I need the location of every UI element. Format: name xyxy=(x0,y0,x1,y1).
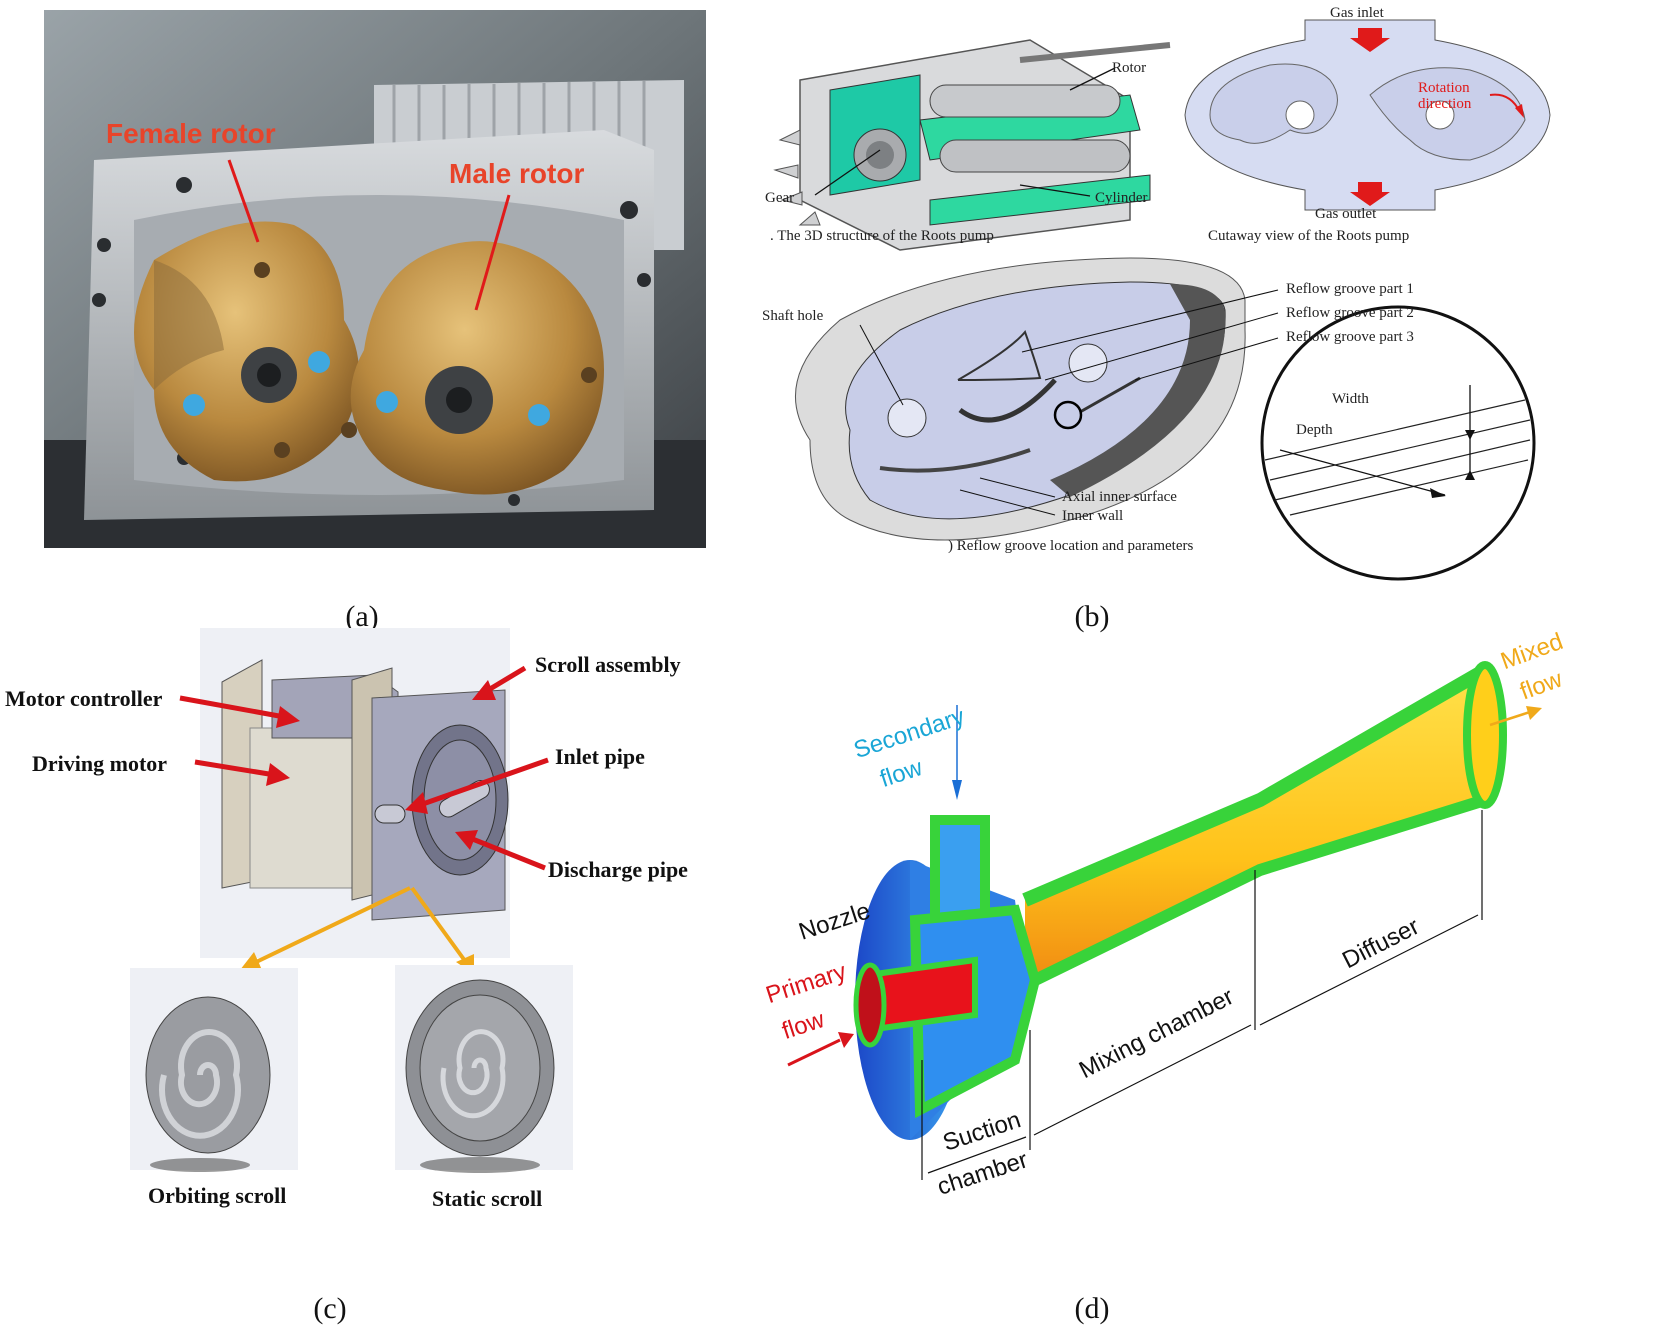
discharge-pipe-label: Discharge pipe xyxy=(548,857,688,882)
reflow-2-label: Reflow groove part 2 xyxy=(1286,305,1414,321)
caption-d: (d) xyxy=(1074,1292,1110,1325)
scroll-assembly-label: Scroll assembly xyxy=(535,652,681,677)
gas-outlet-label: Gas outlet xyxy=(1315,206,1377,222)
orbiting-scroll-label: Orbiting scroll xyxy=(148,1183,287,1208)
panel-c: Motor controller Driving motor Scroll as… xyxy=(0,620,740,1260)
inner-wall-label: Inner wall xyxy=(1062,508,1124,524)
groove-detail-circle xyxy=(1260,305,1536,581)
dimension-lines xyxy=(921,810,1483,1180)
axial-inner-surface-label: Axial inner surface xyxy=(1062,489,1177,505)
flow-arrows xyxy=(787,705,1542,1067)
ejector-tube xyxy=(1022,661,1507,991)
static-scroll-shape xyxy=(395,965,573,1173)
motor-controller-label: Motor controller xyxy=(5,686,163,711)
caption-c: (c) xyxy=(313,1292,347,1325)
male-rotor-shape xyxy=(341,241,604,495)
structure-title: . The 3D structure of the Roots pump xyxy=(770,228,994,244)
panel-d: Secondary flow Mixed flow Nozzle Primary… xyxy=(760,620,1654,1280)
panel-a: Female rotor Male rotor xyxy=(44,10,706,548)
cylinder-label: Cylinder xyxy=(1095,190,1148,206)
rotor-label: Rotor xyxy=(1112,60,1147,76)
ejector-drawing xyxy=(787,661,1542,1180)
width-label: Width xyxy=(1332,391,1369,407)
female-rotor-label: Female rotor xyxy=(106,118,276,149)
gear-label: Gear xyxy=(765,190,795,206)
rotation-label-1: Rotation xyxy=(1418,80,1470,96)
roots-3d-structure xyxy=(773,39,1171,251)
suction-chamber-body xyxy=(853,815,1041,1140)
orange-arrows xyxy=(240,886,474,974)
shaft-hole-label: Shaft hole xyxy=(762,308,824,324)
scroll-compressor-drawing xyxy=(130,628,573,1173)
male-rotor-label: Male rotor xyxy=(449,158,585,189)
female-rotor-shape xyxy=(134,221,359,482)
red-arrows xyxy=(179,665,549,871)
depth-label: Depth xyxy=(1296,422,1333,438)
reflow-groove-plate xyxy=(795,257,1279,541)
caption-b: (b) xyxy=(1074,600,1110,633)
rotation-label-2: direction xyxy=(1418,96,1472,112)
panel-b: Rotor Gear Cylinder . The 3D structure o… xyxy=(762,0,1630,581)
reflow-1-label: Reflow groove part 1 xyxy=(1286,281,1414,297)
driving-motor-label: Driving motor xyxy=(32,751,168,776)
driving-motor-shape xyxy=(221,659,509,921)
static-scroll-label: Static scroll xyxy=(432,1186,543,1211)
rotor-photo xyxy=(44,10,706,548)
roots-pump-drawing xyxy=(773,19,1551,581)
groove-title: ) Reflow groove location and parameters xyxy=(948,538,1194,554)
cutaway-title: Cutaway view of the Roots pump xyxy=(1208,228,1410,244)
roots-cutaway-view xyxy=(1184,19,1551,211)
gas-inlet-label: Gas inlet xyxy=(1330,5,1384,21)
inlet-pipe-label: Inlet pipe xyxy=(555,744,645,769)
orbiting-scroll-shape xyxy=(130,968,298,1172)
caption-a: (a) xyxy=(345,600,379,633)
reflow-3-label: Reflow groove part 3 xyxy=(1286,329,1414,345)
